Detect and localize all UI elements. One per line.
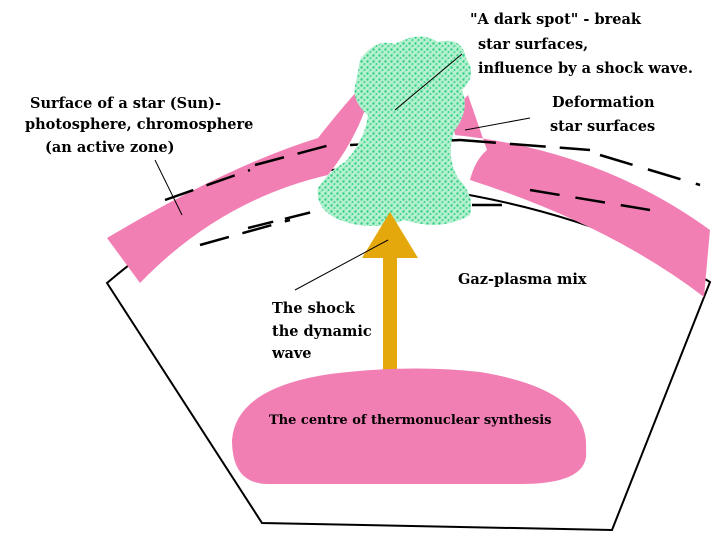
dark-spot-label: "A dark spot" - break star surfaces, inf…	[470, 11, 693, 77]
leader-lines	[154, 53, 531, 291]
star-surface-layer-left	[107, 90, 365, 283]
surface-label: Surface of a star (Sun)- photosphere, ch…	[25, 95, 258, 156]
shock-label: The shock the dynamic wave	[271, 300, 377, 362]
thermonuclear-core	[232, 368, 587, 484]
gaz-plasma-label: Gaz-plasma mix	[458, 271, 587, 288]
deformation-label: Deformation star surfaces	[550, 94, 660, 135]
dark-spot-cloud	[317, 36, 472, 226]
core-label: The centre of thermonuclear synthesis	[269, 413, 551, 428]
layer-boundary-lines	[164, 138, 701, 247]
